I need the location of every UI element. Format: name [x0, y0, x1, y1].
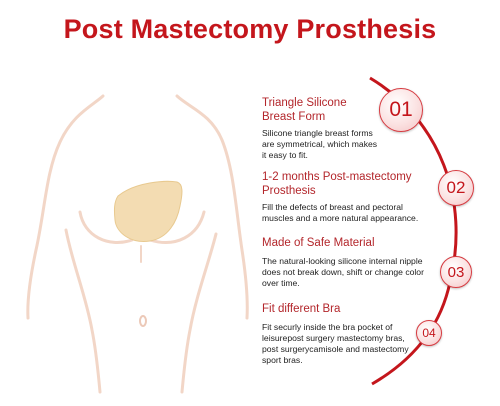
feature-title: Fit different Bra [262, 302, 437, 316]
feature-item: Triangle Silicone Breast Form Silicone t… [262, 96, 437, 161]
feature-title: Triangle Silicone Breast Form [262, 96, 437, 124]
feature-title: Made of Safe Material [262, 236, 437, 250]
feature-desc-line: it easy to fit. [262, 150, 308, 160]
feature-description: Fit securly inside the bra pocket of lei… [262, 322, 437, 366]
feature-desc-line: Fit securly inside the bra pocket of [262, 322, 393, 332]
feature-item: Fit different Bra Fit securly inside the… [262, 302, 437, 366]
navel [139, 315, 147, 327]
feature-title-line: Triangle Silicone [262, 97, 347, 109]
number-badge-04: 04 [416, 320, 442, 346]
feature-title-line: Fit different Bra [262, 303, 341, 315]
feature-item: 1-2 months Post-mastectomy Prosthesis Fi… [262, 170, 437, 224]
feature-desc-line: does not break down, shift or change col… [262, 267, 424, 277]
feature-title-line: Made of Safe Material [262, 237, 375, 249]
feature-title-line: Breast Form [262, 111, 326, 123]
feature-title-line: Prosthesis [262, 185, 316, 197]
number-badge-01: 01 [379, 88, 423, 132]
feature-title: 1-2 months Post-mastectomy Prosthesis [262, 170, 437, 198]
feature-description: Silicone triangle breast forms are symme… [262, 128, 437, 161]
feature-desc-line: leisurepost surgery mastectomy bras, [262, 333, 405, 343]
feature-desc-line: post surgerycamisole and mastectomy [262, 344, 409, 354]
feature-desc-line: muscles and a more natural appearance. [262, 213, 419, 223]
feature-desc-line: are symmetrical, which makes [262, 139, 378, 149]
feature-desc-line: The natural-looking silicone internal ni… [262, 256, 423, 266]
feature-desc-line: Silicone triangle breast forms [262, 128, 373, 138]
feature-desc-line: sport bras. [262, 355, 303, 365]
feature-description: The natural-looking silicone internal ni… [262, 256, 437, 289]
number-badge-02: 02 [438, 170, 474, 206]
number-badge-03: 03 [440, 256, 472, 288]
feature-title-line: 1-2 months Post-mastectomy [262, 171, 412, 183]
torso-outline [26, 94, 249, 394]
feature-description: Fill the defects of breast and pectoral … [262, 202, 437, 224]
prosthesis-shape [113, 180, 183, 242]
feature-desc-line: Fill the defects of breast and pectoral [262, 202, 403, 212]
feature-item: Made of Safe Material The natural-lookin… [262, 236, 437, 289]
page-title: Post Mastectomy Prosthesis [63, 14, 437, 44]
feature-desc-line: over time. [262, 278, 300, 288]
